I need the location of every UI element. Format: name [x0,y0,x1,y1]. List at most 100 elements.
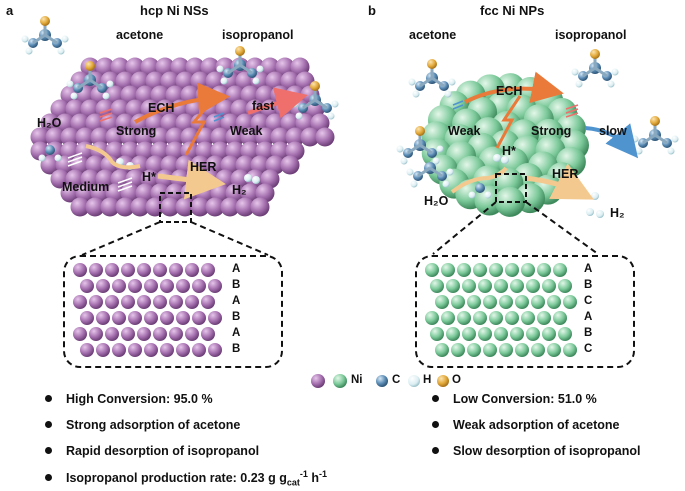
hydrogen-atom [468,191,476,199]
ni-atom [250,197,270,217]
hydrogen-atom [216,65,224,73]
ni-atom [430,279,444,293]
label-weak-b: Weak [448,124,481,138]
ni-atom [96,343,110,357]
stacking-letter: A [232,263,241,275]
ni-atom [270,127,290,147]
stacking-letter: B [584,327,593,339]
ni-atom [176,311,190,325]
ni-atom [30,141,50,161]
zoom-leader-a-right [190,221,269,256]
ni-atom [531,343,545,357]
hydrogen-atom [442,180,450,188]
ni-atom [441,263,455,277]
ni-atom [515,295,529,309]
hydrogen-atom [220,77,228,85]
oxygen-atom [475,183,485,193]
ni-atom [521,311,535,325]
ni-atom [190,197,210,217]
ni-atom [112,279,126,293]
bullet-text: Rapid desorption of isopropanol [66,444,260,458]
bond [419,76,433,88]
bullet-a-3: Rapid desorption of isopropanol [45,444,259,458]
bullet-b-1: Low Conversion: 51.0 % [432,392,597,406]
hydrogen-atom [295,112,303,120]
ni-atom [153,295,167,309]
ni-atom [176,343,190,357]
ni-atom [128,279,142,293]
ni-atom [144,279,158,293]
ni-atom [137,263,151,277]
hydrogen-atom [252,176,260,184]
hydrogen-atom [448,78,456,86]
stacking-letter: B [232,311,241,323]
rate-superscript: -1 [299,469,308,479]
bond [642,133,656,145]
hydrogen-atom [57,47,65,55]
ni-atom [547,295,561,309]
ni-atom [160,197,180,217]
bond [89,78,103,90]
hydrogen-atom [444,90,452,98]
ni-atom [145,197,165,217]
bullet-dot [45,395,52,403]
ni-atom [451,295,465,309]
bond [44,33,58,45]
ni-atom [451,343,465,357]
bullet-dot [45,421,52,429]
bullet-dot [432,395,439,403]
ni-atom [526,279,540,293]
bullet-dot [432,447,439,455]
stacking-letter: A [584,263,593,275]
ni-atom [499,295,513,309]
ni-atom [105,327,119,341]
ni-atom [210,127,230,147]
ni-atom [128,343,142,357]
ni-atom [89,263,103,277]
ni-atom [70,197,90,217]
slow-arrow [584,123,639,159]
bullet-text: Strong adsorption of acetone [66,418,241,432]
ni-atom [195,127,215,147]
ni-atom [175,197,195,217]
ni-atom [435,343,449,357]
ni-atom [499,343,513,357]
ni-atom [473,263,487,277]
ni-atom [505,263,519,277]
ni-atom [73,263,87,277]
hydrogen-atom [432,157,440,165]
ni-atom [425,263,439,277]
legend-h-swatch [408,375,420,387]
stacking-letter: C [584,343,593,355]
ni-atom [80,343,94,357]
ni-atom [89,327,103,341]
ni-atom [489,263,503,277]
label-water-b: H₂O [424,194,449,208]
label-medium: Medium [62,180,110,194]
her-arrow-b [524,163,594,200]
bond [407,143,421,155]
hydrogen-atom [70,92,78,100]
oxygen-atom [590,49,600,59]
ni-atom [457,263,471,277]
hydrogen-atom [611,68,619,76]
hydrogen-atom [102,92,110,100]
zoom-box-a [159,192,192,223]
hydrogen-atom [631,135,639,143]
label-h2-a: H₂ [232,183,247,197]
ni-atom [100,197,120,217]
bond [227,63,241,75]
legend-c-label: C [392,374,401,386]
ni-atom [201,263,215,277]
label-acetone-a: acetone [116,28,164,42]
hydrogen-atom [571,68,579,76]
stacking-letter: B [584,279,593,291]
oxygen-atom [415,126,425,136]
hydrogen-atom [484,191,492,199]
stacking-letter: A [584,311,593,323]
hydrogen-atom [400,157,408,165]
label-hstar-a: H* [142,170,156,184]
hydrogen-atom [410,180,418,188]
ni-atom [73,327,87,341]
